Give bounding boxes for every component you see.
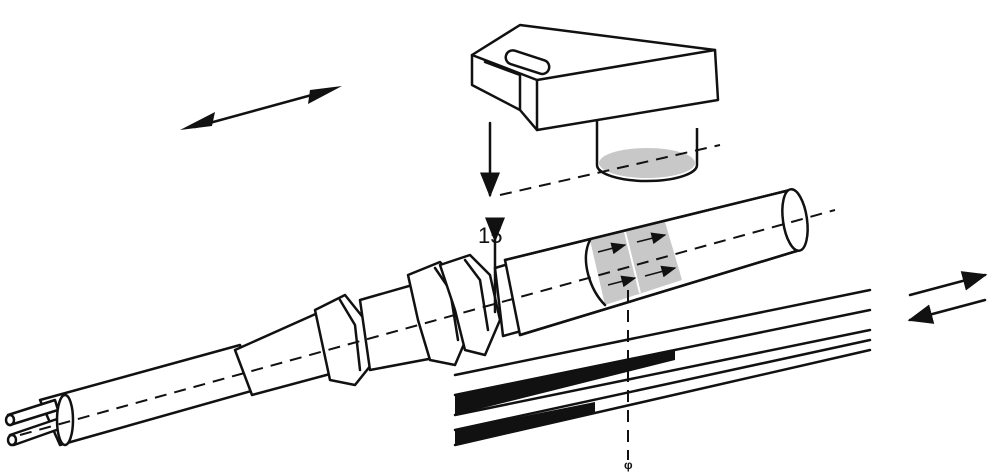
distance-label: 15 bbox=[478, 223, 502, 248]
hex-nut bbox=[438, 253, 502, 357]
cable bbox=[4, 343, 257, 447]
magnet-actuator bbox=[470, 23, 721, 196]
sensor-cylinder bbox=[503, 188, 809, 337]
center-axis bbox=[19, 209, 836, 436]
travel-rail bbox=[453, 288, 872, 447]
direction-arrows bbox=[907, 271, 988, 324]
movement-double-arrow bbox=[180, 86, 342, 130]
diameter-symbol: φ bbox=[624, 458, 633, 472]
